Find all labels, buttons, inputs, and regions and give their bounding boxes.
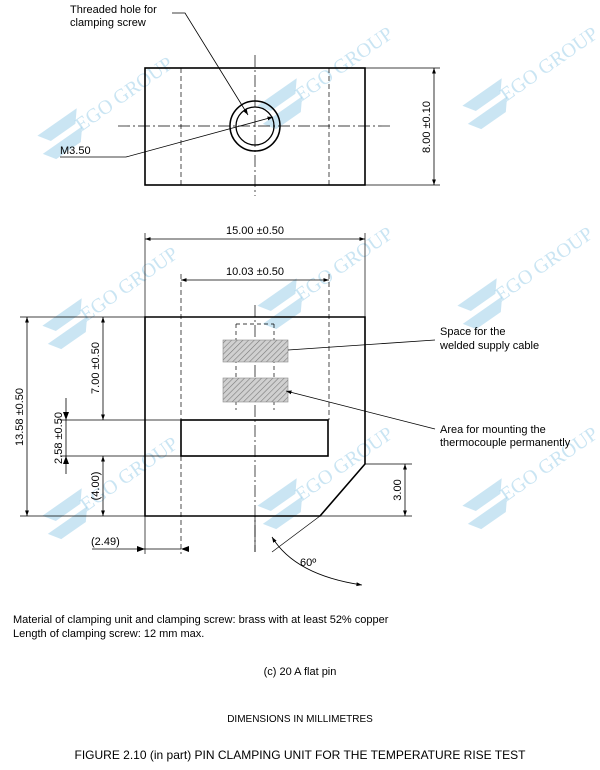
threaded-hole-inner bbox=[235, 106, 275, 146]
svg-text:EGO GROUP: EGO GROUP bbox=[291, 223, 397, 306]
technical-drawing: EGO GROUP EGO GROUP EGO GROUP EGO GROUP … bbox=[14, 4, 600, 587]
units-note: DIMENSIONS IN MILLIMETRES bbox=[227, 714, 373, 725]
inner-width-dimension: 10.03 ±0.50 bbox=[226, 266, 284, 278]
thermocouple-area bbox=[222, 377, 289, 403]
height-dimension: 8.00 ±0.10 bbox=[421, 101, 433, 153]
cable-space-label-line2: welded supply cable bbox=[439, 340, 539, 352]
subcaption: (c) 20 A flat pin bbox=[263, 666, 337, 678]
cable-space-area bbox=[222, 339, 289, 363]
watermark-logo: EGO GROUP bbox=[42, 243, 182, 350]
watermarks: EGO GROUP EGO GROUP EGO GROUP EGO GROUP … bbox=[37, 23, 600, 540]
slot-offset-dimension: (2.49) bbox=[91, 536, 120, 548]
screw-length-note: Length of clamping screw: 12 mm max. bbox=[13, 628, 205, 640]
figure-caption: FIGURE 2.10 (in part) PIN CLAMPING UNIT … bbox=[74, 748, 526, 762]
width-dimension: 15.00 ±0.50 bbox=[226, 225, 284, 237]
threaded-hole-label-line2: clamping screw bbox=[70, 17, 146, 29]
watermark-logo: EGO GROUP bbox=[462, 23, 600, 130]
watermark-logo: EGO GROUP bbox=[257, 23, 397, 130]
svg-text:EGO GROUP: EGO GROUP bbox=[496, 23, 600, 106]
front-view: 15.00 ±0.50 10.03 ±0.50 13.58 ±0.50 7.00… bbox=[14, 225, 571, 587]
threaded-hole-leader bbox=[172, 12, 249, 116]
slot-height-arrow-top bbox=[63, 412, 69, 420]
angle-arc bbox=[271, 536, 363, 587]
slot-offset-arrow-right bbox=[181, 546, 189, 552]
svg-text:EGO GROUP: EGO GROUP bbox=[71, 53, 177, 136]
svg-text:EGO GROUP: EGO GROUP bbox=[76, 243, 182, 326]
svg-text:EGO GROUP: EGO GROUP bbox=[291, 23, 397, 106]
upper-height-dimension: 7.00 ±0.50 bbox=[90, 342, 102, 394]
thermocouple-leader bbox=[285, 390, 436, 430]
slot-base-dimension: (4.00) bbox=[90, 472, 102, 501]
chamfer-height-dimension: 3.00 bbox=[392, 479, 404, 500]
front-view-outline bbox=[144, 316, 366, 517]
thermocouple-label-line2: thermocouple permanently bbox=[440, 437, 571, 449]
watermark-logo: EGO GROUP bbox=[37, 53, 177, 160]
flat-pin-slot bbox=[180, 419, 329, 457]
threaded-hole-label-line1: Threaded hole for bbox=[70, 4, 157, 16]
slot-offset-arrow-left bbox=[137, 546, 145, 552]
total-height-dimension: 13.58 ±0.50 bbox=[14, 388, 26, 446]
thermocouple-label-line1: Area for mounting the bbox=[440, 424, 546, 436]
svg-text:EGO GROUP: EGO GROUP bbox=[491, 223, 597, 306]
threaded-hole-outer bbox=[229, 100, 281, 152]
cable-space-label-line1: Space for the bbox=[440, 326, 505, 338]
material-note: Material of clamping unit and clamping s… bbox=[13, 614, 389, 626]
slot-height-arrow-bottom bbox=[63, 456, 69, 464]
watermark-logo: EGO GROUP bbox=[457, 223, 597, 330]
slot-height-dimension: 2.58 ±0.50 bbox=[53, 412, 65, 464]
thread-size-leader bbox=[125, 116, 274, 158]
thread-size-label: M3.50 bbox=[60, 145, 91, 157]
top-view: Threaded hole for clamping screw M3.50 8… bbox=[60, 4, 440, 196]
cable-space-leader bbox=[287, 339, 436, 351]
angle-label: 60º bbox=[300, 557, 316, 569]
